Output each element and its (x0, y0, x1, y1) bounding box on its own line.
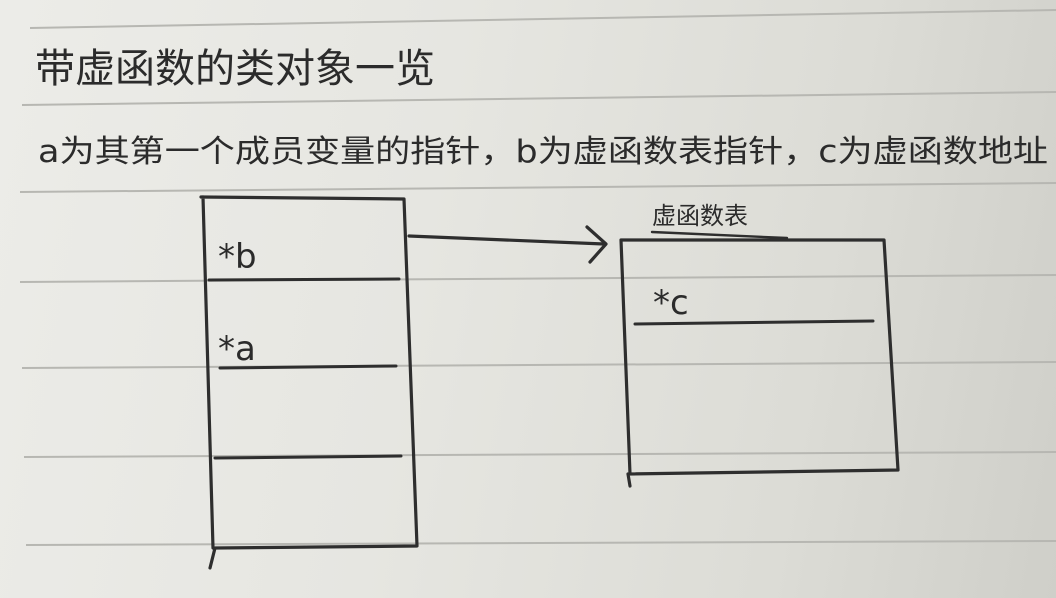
vtable-box: *c (619, 238, 900, 488)
ruled-line (21, 361, 1056, 369)
vtable-label-underline (650, 230, 789, 240)
vtable-label: 虚函数表 (652, 202, 748, 230)
object-box: *b *a (199, 195, 419, 570)
page-title: 带虚函数的类对象一览 (35, 46, 435, 92)
ruled-line (29, 9, 1056, 29)
object-cell-a: *a (218, 329, 256, 369)
ruled-lines (19, 9, 1056, 546)
ruled-line (21, 91, 1056, 106)
ruled-line (23, 451, 1056, 458)
object-cell-b: *b (218, 237, 257, 277)
ruled-line (25, 540, 1056, 546)
note-line: a为其第一个成员变量的指针，b为虚函数表指针，c为虚函数地址 (38, 134, 1048, 170)
ruled-line (19, 274, 1056, 283)
vtable-cell-c: *c (653, 283, 689, 323)
pointer-arrow (407, 225, 608, 264)
ruled-line (19, 182, 1056, 193)
